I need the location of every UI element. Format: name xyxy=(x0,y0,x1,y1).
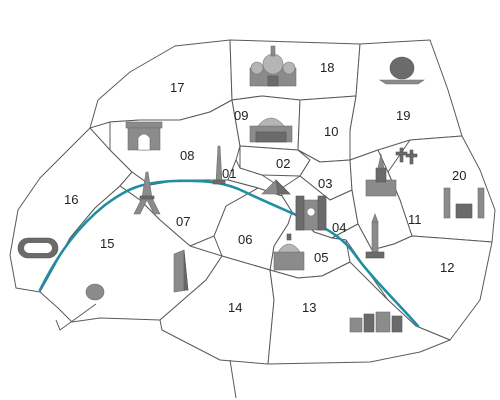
label-09: 09 xyxy=(234,108,248,123)
label-18: 18 xyxy=(320,60,334,75)
label-20: 20 xyxy=(452,168,466,183)
seine-river xyxy=(38,179,420,328)
label-01: 01 xyxy=(222,166,236,181)
la-villette-geode-icon xyxy=(379,56,425,85)
opera-icon xyxy=(249,117,293,143)
label-04: 04 xyxy=(332,220,346,235)
label-12: 12 xyxy=(440,260,454,275)
stadium-icon xyxy=(17,237,59,259)
label-17: 17 xyxy=(170,80,184,95)
label-08: 08 xyxy=(180,148,194,163)
bibliotheque-towers-icon xyxy=(349,311,403,333)
label-16: 16 xyxy=(64,192,78,207)
obelisk-icon xyxy=(212,145,226,185)
nation-columns-icon xyxy=(443,187,485,219)
label-10: 10 xyxy=(324,124,338,139)
landmarks xyxy=(17,45,485,333)
eiffel-tower-icon xyxy=(133,171,161,215)
label-15: 15 xyxy=(100,236,114,251)
arc-de-triomphe-icon xyxy=(125,121,163,151)
label-02: 02 xyxy=(276,156,290,171)
label-13: 13 xyxy=(302,300,316,315)
label-11: 11 xyxy=(408,212,422,227)
sacre-coeur-icon xyxy=(249,45,297,87)
label-06: 06 xyxy=(238,232,252,247)
pere-lachaise-icon xyxy=(395,147,418,165)
bois-lake-icon xyxy=(85,283,105,301)
montparnasse-tower-icon xyxy=(173,249,189,293)
district-labels: 17 18 19 20 09 10 08 02 01 03 16 07 04 1… xyxy=(64,60,466,315)
district-shapes xyxy=(9,39,496,365)
place-de-la-republique-icon xyxy=(365,153,397,197)
label-05: 05 xyxy=(314,250,328,265)
label-03: 03 xyxy=(318,176,332,191)
bastille-column-icon xyxy=(365,213,385,259)
outer-ticks xyxy=(55,303,237,399)
label-07: 07 xyxy=(176,214,190,229)
label-19: 19 xyxy=(396,108,410,123)
louvre-pyramid-icon xyxy=(261,179,291,195)
district-13[interactable] xyxy=(267,261,451,365)
pantheon-icon xyxy=(273,233,305,271)
label-14: 14 xyxy=(228,300,242,315)
notre-dame-icon xyxy=(295,195,327,231)
